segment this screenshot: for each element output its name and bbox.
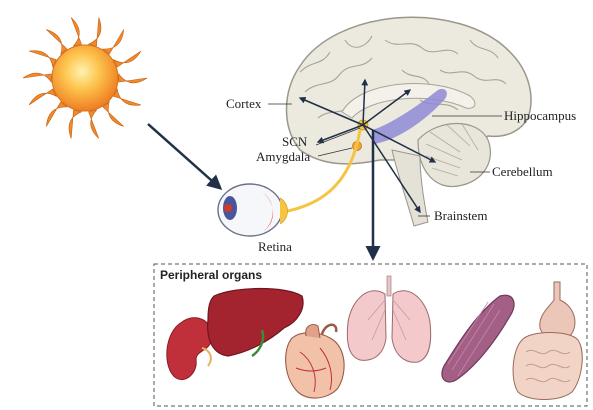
label-hippocampus: Hippocampus [504,108,576,123]
sun-ray [46,30,67,55]
muscle-icon [442,295,514,382]
heart-icon [286,324,345,398]
sun-ray [29,51,56,67]
label-peripheral-organs: Peripheral organs [160,268,262,282]
sun-ray [23,73,51,82]
cerebellum-shape [418,124,490,187]
kidney-icon [167,318,212,380]
label-retina: Retina [258,239,292,254]
label-cerebellum: Cerebellum [492,164,553,179]
eye-icon [218,184,288,236]
lungs-icon [347,276,430,362]
sun-ray [114,51,141,67]
sun-ray [103,30,124,55]
stomach-intestine-icon [513,282,582,400]
label-brainstem: Brainstem [434,208,487,223]
sun-ray [89,18,101,46]
sun-ray [103,102,124,127]
sun-ray [71,18,81,46]
label-scn: SCN [282,134,308,149]
sun-ray [29,89,56,105]
sun-ray [119,74,147,83]
label-amygdala: Amygdala [256,149,310,164]
peripheral-organs-panel: Peripheral organs [154,264,587,406]
sun-ray [89,110,99,138]
label-cortex: Cortex [226,96,262,111]
sun-ray [114,89,141,105]
sun-ray [69,110,81,138]
sun-icon [23,18,147,139]
sun-ray [46,102,67,127]
light-arrow [148,124,220,188]
